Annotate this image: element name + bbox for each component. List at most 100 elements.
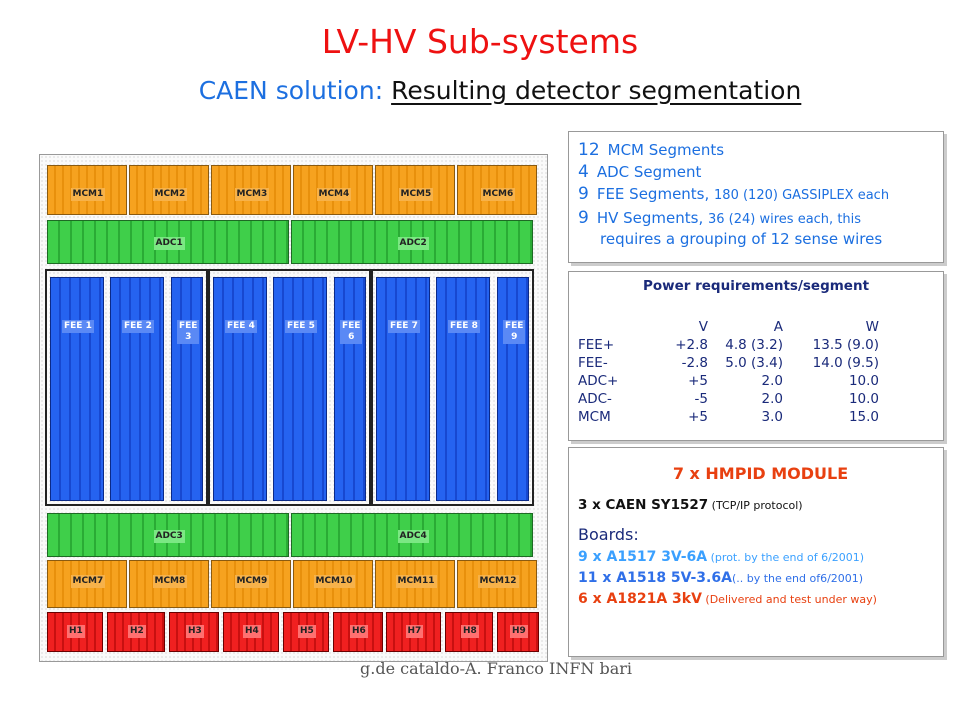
boards-list: 9 x A1517 3V-6A (prot. by the end of 6/2… [578,549,943,607]
adc-block: ADC4 [291,513,533,557]
fee-group [371,269,534,506]
fee-block-label: FEE 2 [122,320,154,333]
board-model: 6 x A1821A 3kV [578,591,702,607]
hv-block: H9 [497,612,539,652]
fee-block: FEE 4 [213,277,267,501]
power-cell: ADC+ [578,373,619,389]
hv-block: H4 [223,612,279,652]
power-cell: ADC- [578,391,612,407]
page-title: LV-HV Sub-systems [321,22,639,61]
hv-block: H3 [169,612,219,652]
mcm-block-label: MCM5 [398,188,434,201]
fee-block: FEE 2 [110,277,164,501]
power-cell: +5 [688,409,708,425]
mcm-block: MCM5 [375,165,455,215]
hv-block: H2 [107,612,165,652]
fee-block: FEE 7 [376,277,430,501]
mcm-block-label: MCM10 [313,575,355,588]
fee-block-label: FEE 1 [62,320,94,333]
mcm-block-label: MCM2 [152,188,188,201]
power-cell: -5 [694,391,708,407]
mcm-block: MCM7 [47,560,127,608]
boards-label: Boards: [578,525,639,544]
adc-block: ADC1 [47,220,289,264]
mcm-block-label: MCM9 [234,575,270,588]
mcm-block: MCM11 [375,560,455,608]
hv-block-label: H6 [350,625,368,638]
hv-block-label: H8 [461,625,479,638]
subtitle-underlined: Resulting detector segmentation [391,76,802,105]
mcm-block: MCM1 [47,165,127,215]
mcm-block: MCM6 [457,165,537,215]
hv-block-label: H2 [128,625,146,638]
adc-block: ADC3 [47,513,289,557]
power-heading: Power requirements/segment [642,278,870,294]
board-model: 9 x A1517 3V-6A [578,549,708,565]
power-cell: +5 [688,373,708,389]
power-cell: -2.8 [681,355,708,371]
hmpid-box: 7 x HMPID MODULE 3 x CAEN SY1527 (TCP/IP… [568,447,944,657]
mcm-block: MCM8 [129,560,209,608]
power-box: Power requirements/segment V A W FEE++2.… [568,271,944,441]
hv-block: H6 [333,612,383,652]
hv-block-label: H5 [298,625,316,638]
page-subtitle: CAEN solution: Resulting detector segmen… [0,76,960,105]
fee-block: FEE 6 [334,277,366,501]
fee-block: FEE 1 [50,277,104,501]
power-col-a: A [773,319,783,335]
hv-block: H5 [283,612,329,652]
board-line: 6 x A1821A 3kV (Delivered and test under… [578,591,943,607]
power-cell: MCM [578,409,611,425]
adc-block-label: ADC1 [153,237,185,250]
fee-block-label: FEE 4 [225,320,257,333]
mcm-block-label: MCM3 [234,188,270,201]
fee-group [45,269,208,506]
fee-block: FEE 8 [436,277,490,501]
power-row: ADC+ +5 2.0 10.0 [578,372,879,390]
mcm-block-label: MCM8 [152,575,188,588]
footer-credit: g.de cataldo-A. Franco INFN bari [360,659,633,678]
power-col-w: W [865,319,879,335]
power-cell: 10.0 [848,373,879,389]
fee-block-label: FEE 3 [177,320,200,344]
mcm-block-label: MCM12 [477,575,519,588]
board-model: 11 x A1518 5V-3.6A [578,570,732,586]
power-cell: 10.0 [848,391,879,407]
subtitle-colon: : [374,76,384,105]
adc-block-label: ADC3 [153,530,185,543]
hmpid-heading: 7 x HMPID MODULE [672,464,849,483]
hv-block-label: H7 [405,625,424,638]
power-header-row: V A W [578,318,879,336]
mcm-block-label: MCM1 [70,188,106,201]
power-cell: 5.0 (3.4) [725,355,783,371]
power-cell: 2.0 [761,373,783,389]
adc-block-label: ADC4 [397,530,429,543]
hv-block-label: H3 [186,625,204,638]
board-line: 11 x A1518 5V-3.6A(.. by the end of6/200… [578,570,943,586]
hv-block-label: H4 [243,625,261,638]
fee-block: FEE 9 [497,277,529,501]
caen-line: 3 x CAEN SY1527 (TCP/IP protocol) [578,497,803,513]
board-note: (.. by the end of6/2001) [731,572,864,585]
fee-block-label: FEE 8 [448,320,480,333]
segment-line-hv-cont: requires a grouping of 12 sense wires [600,230,883,248]
power-col-v: V [698,319,708,335]
board-line: 9 x A1517 3V-6A (prot. by the end of 6/2… [578,549,943,565]
adc-block-label: ADC2 [397,237,429,250]
mcm-block: MCM9 [211,560,291,608]
power-cell: 15.0 [848,409,879,425]
power-cell: 4.8 (3.2) [725,337,783,353]
power-cell: FEE+ [578,337,615,353]
board-note: (Delivered and test under way) [701,593,877,606]
fee-block-label: FEE 6 [340,320,363,344]
board-note: (prot. by the end of 6/2001) [707,551,865,564]
adc-block: ADC2 [291,220,533,264]
hv-block-label: H9 [510,625,528,638]
